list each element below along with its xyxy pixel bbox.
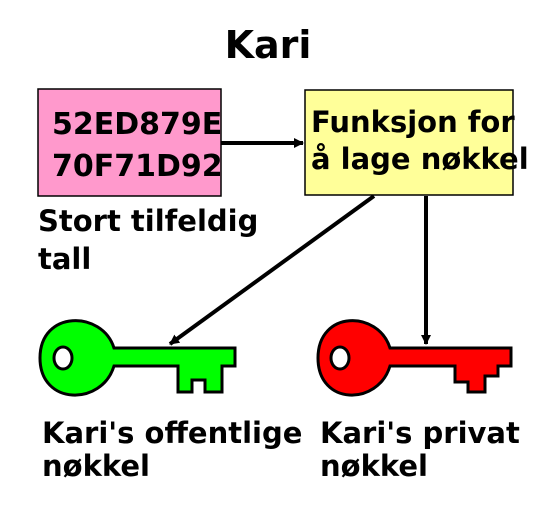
- public-key-caption-line-2: nøkkel: [42, 449, 150, 483]
- random-number-line-2: 70F71D92: [52, 149, 223, 184]
- random-number-caption-line-2: tall: [38, 242, 91, 276]
- key-function-box: Funksjon for å lage nøkkel: [304, 89, 529, 196]
- random-number-caption-line-1: Stort tilfeldig: [38, 204, 258, 238]
- key-function-line-1: Funksjon for: [311, 105, 515, 139]
- public-key-icon: [38, 319, 237, 397]
- public-key-caption-line-1: Kari's offentlige: [42, 416, 302, 450]
- key-function-box-rect: [304, 89, 514, 196]
- public-key-shape: [38, 319, 237, 397]
- private-key-caption-line-2: nøkkel: [320, 449, 428, 483]
- key-function-line-2: å lage nøkkel: [311, 142, 529, 176]
- private-key-icon: [316, 319, 513, 397]
- diagram-title: Kari: [225, 23, 312, 67]
- private-key-shape: [316, 319, 513, 397]
- private-key-caption-line-1: Kari's privat: [320, 416, 520, 450]
- arrow-function-to-public-key: [168, 194, 376, 346]
- random-number-line-1: 52ED879E: [52, 107, 222, 142]
- random-number-box: 52ED879E 70F71D92: [37, 88, 223, 197]
- random-number-box-rect: [37, 88, 222, 197]
